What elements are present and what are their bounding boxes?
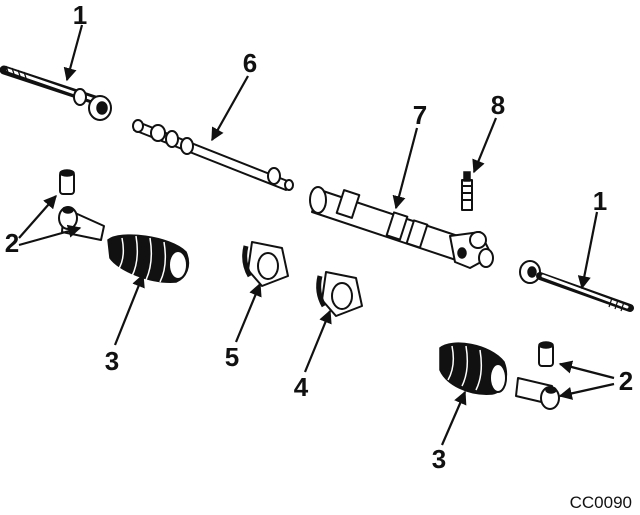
bushing-5 [242, 241, 289, 287]
leader-7 [392, 127, 419, 210]
leader-3-left [113, 273, 145, 346]
callout-8: 8 [491, 90, 505, 120]
fitting [461, 171, 473, 211]
leader-2-right-a [558, 360, 615, 380]
leader-5 [234, 282, 262, 343]
callout-2-right: 2 [619, 366, 633, 396]
leader-3-right [440, 390, 467, 446]
leader-6 [211, 75, 249, 142]
leader-1-right [577, 211, 599, 290]
leader-4 [303, 309, 332, 373]
inner-tie-rod-right [519, 260, 634, 312]
leader-2-left-a [18, 195, 57, 239]
leader-1-left [63, 24, 84, 82]
callout-1-right: 1 [593, 186, 607, 216]
callout-labels: 1 6 8 7 1 2 3 5 4 3 2 [5, 0, 633, 474]
callout-7: 7 [413, 100, 427, 130]
leader-arrows [18, 24, 615, 446]
boot-left [107, 234, 190, 283]
leader-2-right-b [558, 382, 615, 400]
tie-rod-end-right [515, 341, 560, 410]
callout-3-left: 3 [105, 346, 119, 376]
figure-code: CC0090 [570, 493, 632, 512]
callout-5: 5 [225, 342, 239, 372]
callout-3-right: 3 [432, 444, 446, 474]
callout-4: 4 [294, 372, 309, 402]
boot-right [439, 342, 508, 395]
callout-1-left: 1 [73, 0, 87, 30]
bushing-4 [316, 271, 363, 317]
rack-housing [309, 186, 494, 269]
inner-tie-rod-left [0, 65, 112, 121]
callout-2-left: 2 [5, 228, 19, 258]
callout-6: 6 [243, 48, 257, 78]
leader-2-left-b [18, 224, 82, 247]
tie-rod-end-left [58, 169, 105, 241]
leader-8 [472, 117, 498, 174]
rack-bar [132, 119, 294, 191]
